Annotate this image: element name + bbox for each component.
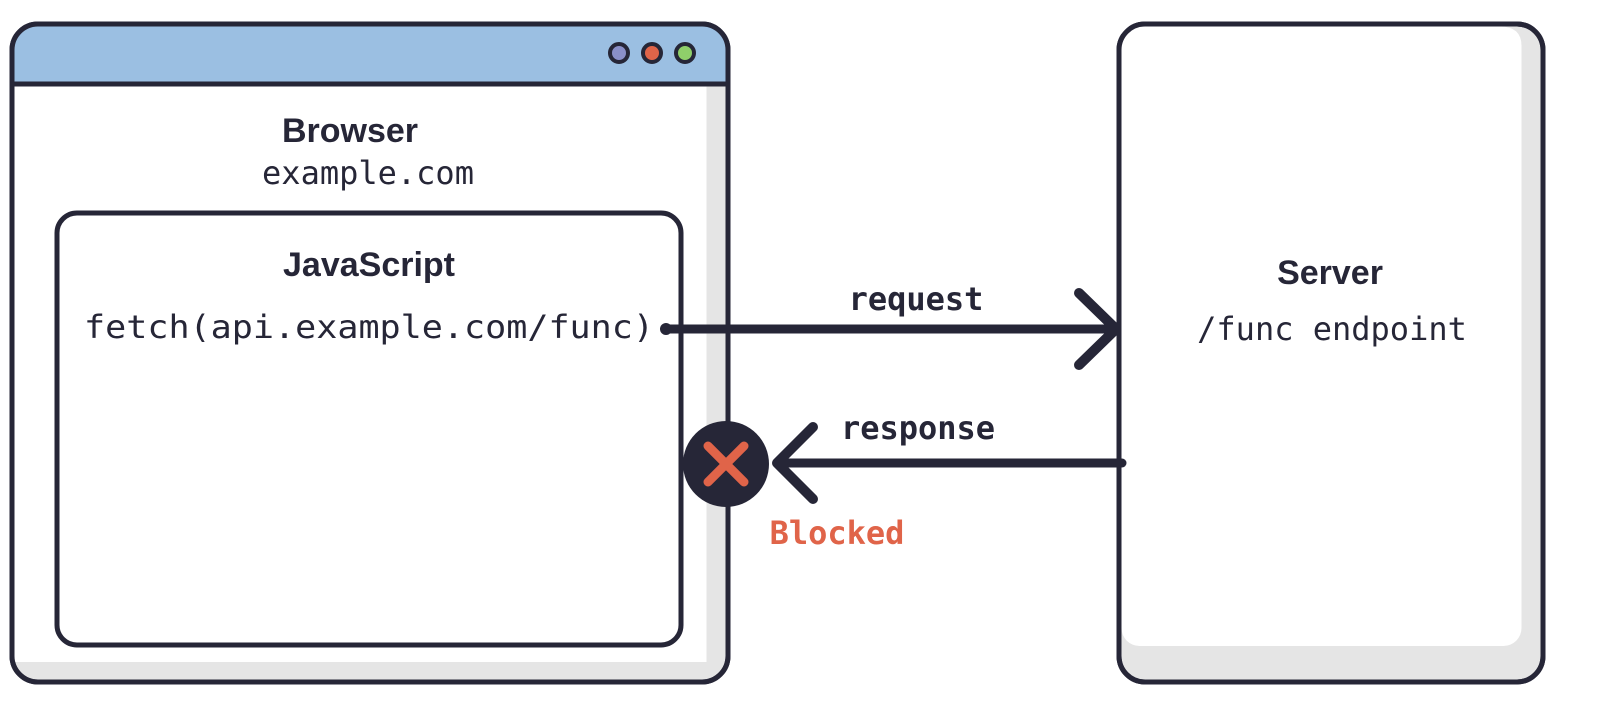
arrow-right-icon <box>1074 288 1121 370</box>
request-arrow: request <box>660 280 1121 370</box>
window-dot-minimize[interactable] <box>608 42 630 64</box>
server-title: Server <box>1277 254 1383 292</box>
blocked-marker: Blocked <box>683 421 904 552</box>
x-icon <box>703 441 749 487</box>
browser-origin: example.com <box>262 154 474 192</box>
javascript-box: JavaScript fetch(api.example.com/func) <box>54 210 684 648</box>
request-label: request <box>849 280 984 318</box>
browser-titlebar <box>14 26 726 84</box>
browser-title: Browser <box>282 112 418 150</box>
response-label: response <box>841 409 995 447</box>
server-box: Server /func endpoint <box>1116 21 1546 685</box>
window-dot-close[interactable] <box>641 42 663 64</box>
server-box-panel <box>1121 46 1522 646</box>
arrow-left-icon <box>772 422 818 504</box>
window-dot-maximize[interactable] <box>674 42 696 64</box>
fetch-call-code: fetch(api.example.com/func) <box>84 308 654 346</box>
javascript-box-frame <box>54 210 684 648</box>
server-endpoint: /func endpoint <box>1197 310 1467 348</box>
javascript-title: JavaScript <box>283 246 455 284</box>
response-arrow: response <box>772 409 1127 504</box>
blocked-label: Blocked <box>770 514 905 552</box>
